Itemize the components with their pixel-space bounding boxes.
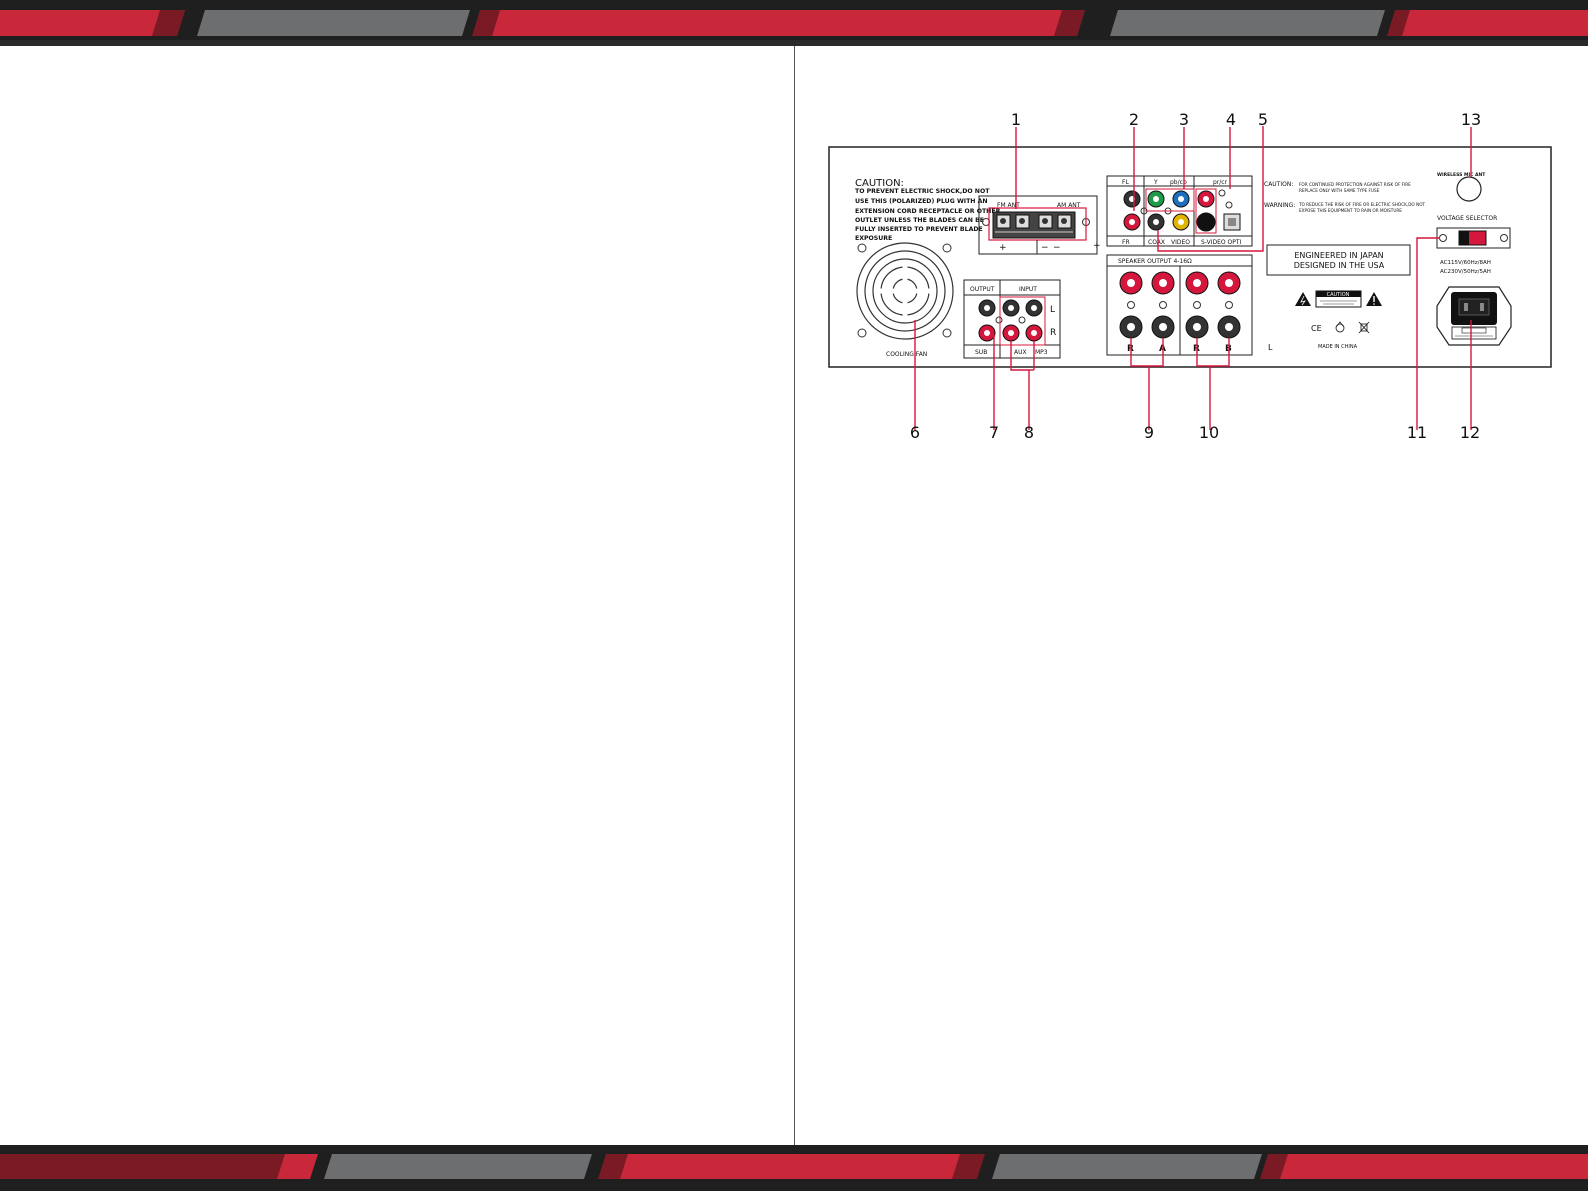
screw-icon bbox=[1018, 316, 1026, 324]
fr-label: FR bbox=[1122, 239, 1130, 246]
engineered-text: ENGINEERED IN JAPAN bbox=[1294, 251, 1383, 260]
callout-number: 6 bbox=[910, 423, 920, 442]
caution-badge-label: CAUTION bbox=[1327, 292, 1350, 298]
wireless-mic-antenna-jack bbox=[1456, 176, 1482, 202]
page-divider bbox=[794, 46, 795, 1145]
rca-jack bbox=[978, 299, 1043, 342]
callout-number: 13 bbox=[1461, 110, 1481, 129]
speaker-terminal bbox=[1119, 271, 1241, 339]
screw-icon bbox=[995, 316, 1003, 324]
callout-number: 9 bbox=[1144, 423, 1154, 442]
top-decorative-band bbox=[0, 0, 1588, 46]
callout-number: 2 bbox=[1129, 110, 1139, 129]
caution-label: CAUTION: bbox=[1264, 181, 1293, 188]
caution-line: OUTLET UNLESS THE BLADES CAN BE bbox=[855, 217, 984, 224]
callout-number: 8 bbox=[1024, 423, 1034, 442]
plus-sign: + bbox=[999, 243, 1007, 253]
speaker-output-label: SPEAKER OUTPUT 4-16Ω bbox=[1118, 258, 1192, 265]
fm-ant-label: FM ANT bbox=[997, 202, 1020, 209]
ac115-label: AC115V/60Hz/8AH bbox=[1440, 260, 1491, 266]
callout-number: 10 bbox=[1199, 423, 1219, 442]
weee-bin-icon bbox=[1358, 321, 1370, 334]
input-label: INPUT bbox=[1019, 286, 1037, 293]
coax-label: COAX bbox=[1148, 239, 1165, 246]
antenna-block bbox=[978, 195, 1098, 255]
rear-panel-outline bbox=[828, 146, 1552, 368]
rca-io-block bbox=[963, 279, 1061, 359]
made-in-label: MADE IN CHINA bbox=[1318, 344, 1358, 350]
minus-sign: − bbox=[1041, 243, 1049, 253]
warning-triangle-icon bbox=[1295, 292, 1311, 306]
wireless-mic-label: WIRELESS MIC ANT bbox=[1437, 172, 1486, 178]
recycle-icon bbox=[1335, 321, 1345, 333]
svideo-highlight bbox=[1195, 188, 1217, 234]
callout-number: 3 bbox=[1179, 110, 1189, 129]
callout-number: 7 bbox=[989, 423, 999, 442]
aux-mp3-highlight bbox=[999, 296, 1046, 346]
caution-title: CAUTION: bbox=[855, 178, 904, 189]
caution-line: TO PREVENT ELECTRIC SHOCK,DO NOT bbox=[855, 188, 990, 195]
caution-text: REPLACE ONLY WITH SAME TYPE FUSE bbox=[1299, 188, 1380, 193]
cooling-fan-label: COOLING FAN bbox=[886, 351, 927, 358]
callout-number: 12 bbox=[1460, 423, 1480, 442]
caution-line: FULLY INSERTED TO PREVENT BLADE bbox=[855, 226, 983, 233]
video-label: VIDEO bbox=[1171, 239, 1190, 246]
caution-line: EXTENSION CORD RECEPTACLE OR OTHER bbox=[855, 208, 1001, 215]
callout-leaders bbox=[914, 126, 1472, 430]
ce-mark-icon: CE bbox=[1311, 324, 1322, 333]
minus-sign: − bbox=[1053, 243, 1061, 253]
output-label: OUTPUT bbox=[970, 286, 995, 293]
exclamation-triangle-icon bbox=[1366, 292, 1382, 306]
r-label: R bbox=[1050, 328, 1056, 338]
l-label: L bbox=[1268, 343, 1273, 352]
caution-text: FOR CONTINUED PROTECTION AGAINST RISK OF… bbox=[1299, 182, 1411, 187]
av-io-block bbox=[1106, 175, 1253, 247]
warning-text: EXPOSE THIS EQUIPMENT TO RAIN OR MOISTUR… bbox=[1299, 208, 1402, 213]
y-label: Y bbox=[1153, 179, 1158, 186]
power-socket-icon bbox=[1436, 286, 1512, 346]
ac230-label: AC230V/50Hz/5AH bbox=[1440, 269, 1491, 275]
warning-text: TO REDUCE THE RISK OF FIRE OR ELECTRIC S… bbox=[1298, 202, 1425, 207]
callout-number: 11 bbox=[1407, 423, 1427, 442]
callout-number: 1 bbox=[1011, 110, 1021, 129]
bottom-decorative-band bbox=[0, 1145, 1588, 1191]
component-highlight bbox=[1145, 188, 1195, 212]
designed-text: DESIGNED IN THE USA bbox=[1294, 261, 1385, 270]
screw-icon bbox=[1218, 189, 1226, 197]
caution-line: USE THIS (POLARIZED) PLUG WITH AN bbox=[855, 198, 988, 205]
cooling-fan-icon bbox=[856, 242, 954, 340]
antenna-terminal bbox=[992, 211, 1076, 239]
aux-label: AUX bbox=[1014, 349, 1027, 356]
pb-cb-label: pb/cb bbox=[1170, 179, 1187, 186]
l-label: L bbox=[1050, 305, 1055, 315]
warning-label: WARNING: bbox=[1264, 202, 1295, 209]
pr-cr-label: pr/cr bbox=[1213, 179, 1228, 186]
callout-number: 4 bbox=[1226, 110, 1236, 129]
callout-number: 5 bbox=[1258, 110, 1268, 129]
plus-sign: + bbox=[1093, 241, 1101, 251]
sub-label: SUB bbox=[975, 349, 987, 356]
mp3-label: MP3 bbox=[1035, 349, 1048, 356]
caution-line: EXPOSURE bbox=[855, 235, 892, 242]
am-ant-label: AM ANT bbox=[1057, 202, 1081, 209]
rca-jack bbox=[1123, 190, 1241, 232]
screw-icon bbox=[1225, 201, 1233, 209]
fl-label: FL bbox=[1122, 179, 1129, 186]
voltage-selector-label: VOLTAGE SELECTOR bbox=[1437, 215, 1497, 222]
origin-box bbox=[1266, 244, 1411, 276]
screw-icon bbox=[1500, 234, 1508, 242]
svideo-opti-label: S-VIDEO OPTI bbox=[1201, 239, 1242, 246]
